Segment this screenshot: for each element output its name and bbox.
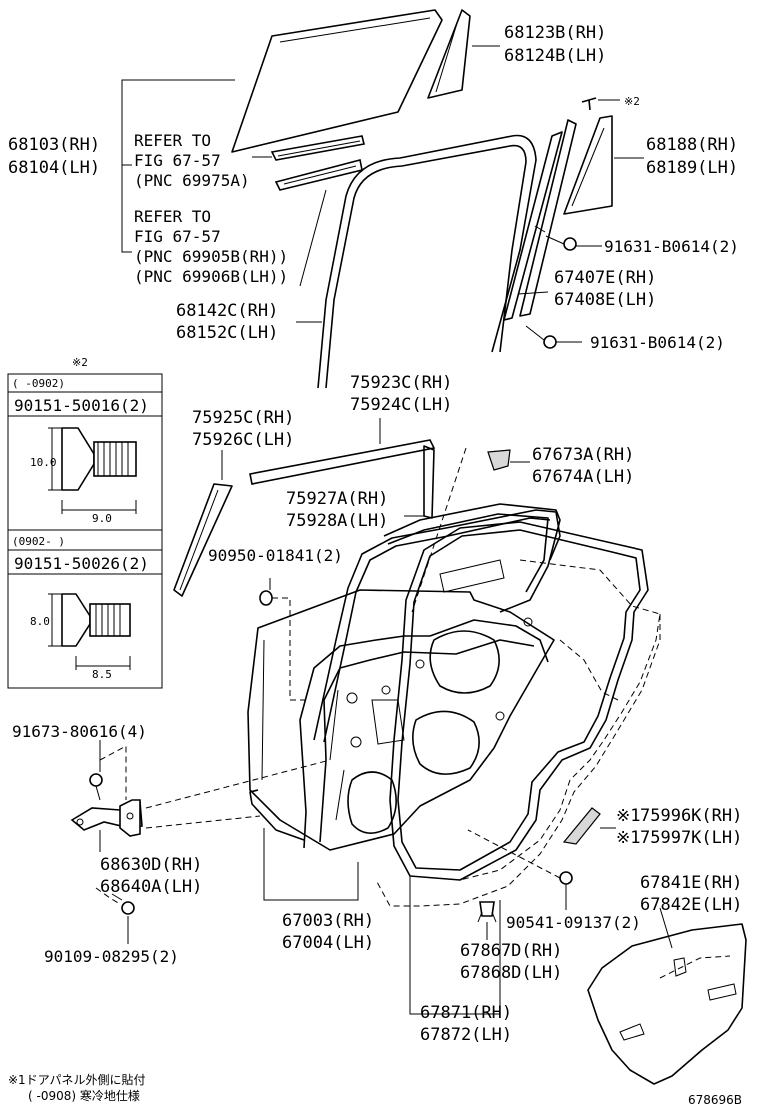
refer-2-line-4: (PNC 69906B(LH)) [134, 267, 288, 286]
label-68188: 68188(RH) [646, 135, 738, 155]
figure-id: 678696B [688, 1093, 742, 1107]
label-75924C: 75924C(LH) [350, 395, 452, 415]
label-67868D: 67868D(LH) [460, 963, 562, 983]
weatherstrip-clip [477, 901, 497, 940]
label-67674A: 67674A(LH) [532, 467, 634, 487]
hole-plug [259, 578, 310, 701]
label-68142C: 68142C(RH) [176, 301, 278, 321]
note-box: ※2 ( -0902) 90151-50016(2) 10.0 9.0 (090… [7, 356, 163, 689]
label-67842E: 67842E(LH) [640, 895, 742, 915]
division-channel [503, 119, 577, 321]
label-67841E: 67841E(RH) [640, 873, 742, 893]
note-dim-1-w: 9.0 [92, 512, 112, 525]
note-dim-2-h: 8.0 [30, 615, 50, 628]
pad-mark-1: ※1 [616, 806, 640, 826]
label-67673A: 67673A(RH) [532, 445, 634, 465]
outer-pad [562, 807, 616, 845]
clip-upper [487, 449, 530, 471]
label-90541: 90541-09137(2) [506, 913, 641, 932]
belt-end [404, 445, 435, 519]
refer-1-line-2: FIG 67-57 [134, 151, 221, 170]
label-67003: 67003(RH) [282, 911, 374, 931]
note-range-2: (0902- ) [12, 535, 65, 548]
label-67872: 67872(LH) [420, 1025, 512, 1045]
label-90950: 90950-01841(2) [208, 546, 343, 565]
label-75923C: 75923C(RH) [350, 373, 452, 393]
label-75997K: 75997K(LH) [640, 828, 742, 848]
label-91631-a: 91631-B0614(2) [604, 237, 739, 256]
door-panel [247, 503, 561, 901]
label-75927A: 75927A(RH) [286, 489, 388, 509]
note-part-2: 90151-50026(2) [14, 554, 149, 573]
label-67407E: 67407E(RH) [554, 268, 656, 288]
label-91631-b: 91631-B0614(2) [590, 333, 725, 352]
label-67871: 67871(RH) [420, 1003, 512, 1023]
note-2-mark: ※2 [624, 95, 640, 108]
door-glass [231, 9, 443, 153]
screw-low [525, 325, 582, 349]
refer-1-line-1: REFER TO [134, 131, 211, 150]
belt-moulding [249, 418, 436, 485]
glass-run [296, 134, 537, 389]
hinge-bolt-upper [89, 740, 127, 801]
label-68152C: 68152C(LH) [176, 323, 278, 343]
quarter-glass [427, 9, 471, 99]
refer-2-line-2: FIG 67-57 [134, 227, 221, 246]
label-91673: 91673-80616(4) [12, 722, 147, 741]
rear-cover [563, 115, 644, 215]
service-hole-film [587, 907, 747, 1085]
door-weatherstrip [313, 509, 661, 1015]
front-garnish [173, 450, 233, 597]
label-68124B: 68124B(LH) [504, 46, 606, 66]
footnote: ※1ドアパネル外側に貼付 ( -0908) 寒冷地仕様 [8, 1072, 145, 1103]
label-67867D: 67867D(RH) [460, 941, 562, 961]
refer-1-line-3: (PNC 69975A) [134, 171, 250, 190]
label-68640A: 68640A(LH) [100, 877, 202, 897]
note-dim-1-h: 10.0 [30, 456, 57, 469]
pad-mark-2: ※1 [616, 828, 640, 848]
label-75926C: 75926C(LH) [192, 430, 294, 450]
label-68630D: 68630D(RH) [100, 855, 202, 875]
refer-2-line-3: (PNC 69905B(RH)) [134, 247, 288, 266]
label-68189: 68189(LH) [646, 158, 738, 178]
part-labels: 68123B(RH) 68124B(LH) 68103(RH) 68104(LH… [8, 23, 742, 1045]
door-hinge [70, 759, 331, 852]
label-68104: 68104(LH) [8, 158, 100, 178]
label-68103: 68103(RH) [8, 135, 100, 155]
label-67004: 67004(LH) [282, 933, 374, 953]
note-dim-2-w: 8.5 [92, 668, 112, 681]
label-75996K: 75996K(RH) [640, 806, 742, 826]
screw-profile-2 [48, 593, 131, 670]
label-67408E: 67408E(LH) [554, 290, 656, 310]
footnote-line-1: ※1ドアパネル外側に貼付 [8, 1072, 145, 1087]
refer-2-line-1: REFER TO [134, 207, 211, 226]
screw-mid [545, 235, 602, 251]
screw-profile-1 [48, 427, 137, 514]
label-75928A: 75928A(LH) [286, 511, 388, 531]
hinge-bolt-lower [95, 887, 135, 944]
hole-cap [467, 829, 573, 910]
screw-top [581, 97, 620, 111]
footnote-line-2: ( -0908) 寒冷地仕様 [28, 1088, 140, 1103]
glass-channel-upper [270, 135, 365, 161]
label-75925C: 75925C(RH) [192, 408, 294, 428]
note-part-1: 90151-50016(2) [14, 396, 149, 415]
note-range-1: ( -0902) [12, 377, 65, 390]
label-68123B: 68123B(RH) [504, 23, 606, 43]
note-box-title: ※2 [72, 356, 88, 369]
label-90109: 90109-08295(2) [44, 947, 179, 966]
